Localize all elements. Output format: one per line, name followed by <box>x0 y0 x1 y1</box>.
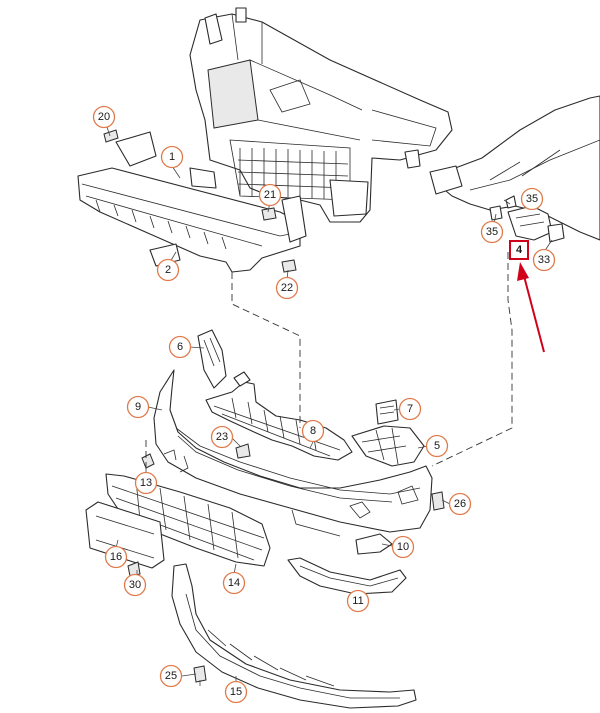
callout-1[interactable]: 1 <box>160 145 184 169</box>
callout-22[interactable]: 22 <box>275 276 299 300</box>
callout-5-label: 5 <box>434 440 440 452</box>
callout-6[interactable]: 6 <box>168 335 192 359</box>
part-4-label: 4 <box>516 244 523 256</box>
callout-35-upper-label: 35 <box>526 193 538 205</box>
callout-16-label: 16 <box>110 551 122 563</box>
callout-8[interactable]: 8 <box>301 419 325 443</box>
callout-33-label: 33 <box>538 254 550 266</box>
callout-23[interactable]: 23 <box>210 425 234 449</box>
callout-15-label: 15 <box>230 686 242 698</box>
callout-1-label: 1 <box>169 151 175 163</box>
callout-21[interactable]: 21 <box>258 183 282 207</box>
callout-14-label: 14 <box>228 577 240 589</box>
callout-30-label: 30 <box>129 579 141 591</box>
callout-16[interactable]: 16 <box>104 545 128 569</box>
callout-26[interactable]: 26 <box>448 492 472 516</box>
fasteners-lower <box>127 443 445 686</box>
callout-2[interactable]: 2 <box>156 258 180 282</box>
bumper-cover <box>153 369 433 537</box>
fasteners-top <box>103 129 297 273</box>
callout-20[interactable]: 20 <box>92 105 116 129</box>
trim-11 <box>287 557 407 595</box>
red-pointer-arrow <box>517 262 545 353</box>
bracket-6 <box>197 329 227 389</box>
front-end-carrier <box>189 7 453 223</box>
grille-8 <box>205 371 353 461</box>
callout-21-label: 21 <box>264 189 276 201</box>
callout-9-label: 9 <box>135 401 141 413</box>
right-fender-section <box>429 95 600 243</box>
callout-8-label: 8 <box>310 425 316 437</box>
callout-10[interactable]: 10 <box>391 535 415 559</box>
callout-15[interactable]: 15 <box>224 680 248 704</box>
callout-25-label: 25 <box>165 670 177 682</box>
callout-35-upper[interactable]: 35 <box>520 187 544 211</box>
callout-26-label: 26 <box>454 498 466 510</box>
license-plate-bracket <box>85 501 165 569</box>
callout-7[interactable]: 7 <box>398 397 422 421</box>
trim-10 <box>355 533 393 555</box>
callout-20-label: 20 <box>98 111 110 123</box>
clip-7 <box>375 399 399 425</box>
callout-2-label: 2 <box>165 264 171 276</box>
callout-14[interactable]: 14 <box>222 571 246 595</box>
bracket-5 <box>351 425 425 467</box>
callout-22-label: 22 <box>281 282 293 294</box>
callout-25[interactable]: 25 <box>159 664 183 688</box>
part-4-highlight-box <box>509 240 529 260</box>
callout-23-label: 23 <box>216 431 228 443</box>
callout-7-label: 7 <box>407 403 413 415</box>
callout-30[interactable]: 30 <box>123 573 147 597</box>
callout-11[interactable]: 11 <box>346 589 370 613</box>
callout-35-lower-label: 35 <box>486 226 498 238</box>
callout-9[interactable]: 9 <box>126 395 150 419</box>
callout-6-label: 6 <box>177 341 183 353</box>
front-spoiler <box>171 563 417 709</box>
callout-11-label: 11 <box>352 595 363 607</box>
callout-35-lower[interactable]: 35 <box>480 220 504 244</box>
callout-5[interactable]: 5 <box>425 434 449 458</box>
callout-13-label: 13 <box>140 477 152 489</box>
callout-13[interactable]: 13 <box>134 471 158 495</box>
callout-33[interactable]: 33 <box>532 248 556 272</box>
callout-10-label: 10 <box>397 541 409 553</box>
